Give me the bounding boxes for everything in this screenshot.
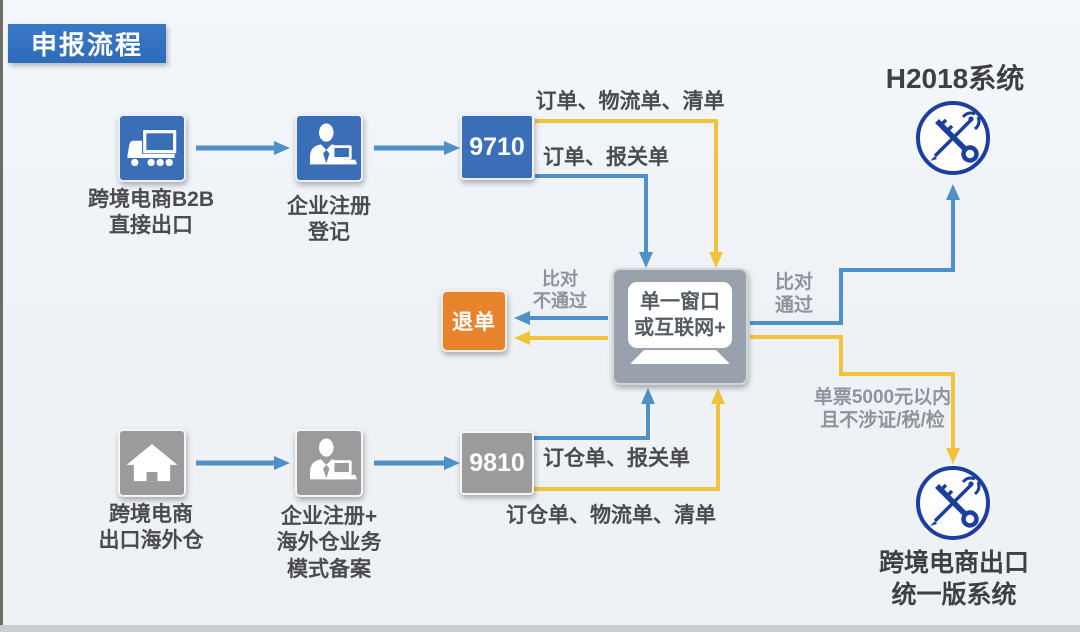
overseas-warehouse-label: 跨境电商 出口海外仓 [98, 503, 204, 553]
compare-fail-label: 比对 不通过 [533, 269, 587, 311]
register-filing-node [295, 429, 363, 497]
unified-system-title: 跨境电商出口 统一版系统 [878, 549, 1029, 609]
wire-9810-warehouse-logistics-list [534, 388, 725, 491]
code-9710-node: 9710 [460, 114, 534, 180]
wire-9710-order-declaration [535, 174, 653, 268]
clerk-laptop-icon [309, 438, 358, 480]
truck-node-label: 跨境电商B2B 直接出口 [87, 188, 214, 238]
customs-emblem-icon [916, 101, 990, 175]
wire-9810-warehouse-declaration [534, 388, 655, 440]
left-edge-strip [0, 0, 3, 632]
register-filing-label: 企业注册+ 海外仓业务 模式备案 [276, 505, 382, 581]
compare-pass-label: 比对 通过 [774, 272, 813, 317]
h2018-system-title: H2018系统 [885, 63, 1025, 94]
edge-label-order-declaration: 订单、报关单 [543, 146, 669, 169]
bottom-edge-strip [0, 625, 1080, 632]
register-node-label: 企业注册 登记 [287, 195, 371, 245]
return-order-node: 退单 [441, 290, 507, 352]
wire-9710-order-logistics-list [535, 119, 723, 268]
condition-label: 单票5000元以内 且不涉证/税/检 [813, 387, 952, 432]
edge-label-order-logistics-list: 订单、物流单、清单 [535, 90, 725, 113]
code-9810-node: 9810 [460, 431, 534, 495]
page-title: 申报流程 [8, 24, 166, 63]
unified-system-badge [913, 463, 993, 543]
register-node [295, 114, 363, 182]
edge-label-warehouse-logistics-list: 订仓单、物流单、清单 [506, 504, 716, 527]
overseas-warehouse-node [118, 429, 186, 497]
wire-pass-to-h2018 [750, 184, 960, 325]
single-window-node: 单一窗口 或互联网+ [612, 268, 748, 385]
laptop-base [630, 350, 730, 364]
customs-emblem-icon [916, 466, 990, 540]
h2018-system-badge [913, 98, 993, 178]
truck-icon [127, 130, 177, 167]
clerk-laptop-icon [309, 123, 358, 165]
laptop-screen: 单一窗口 或互联网+ [628, 282, 732, 348]
house-icon [126, 443, 178, 482]
wire-to-unified-system [750, 335, 960, 464]
edge-label-warehouse-declaration: 订仓单、报关单 [543, 447, 690, 470]
truck-node [118, 114, 186, 182]
